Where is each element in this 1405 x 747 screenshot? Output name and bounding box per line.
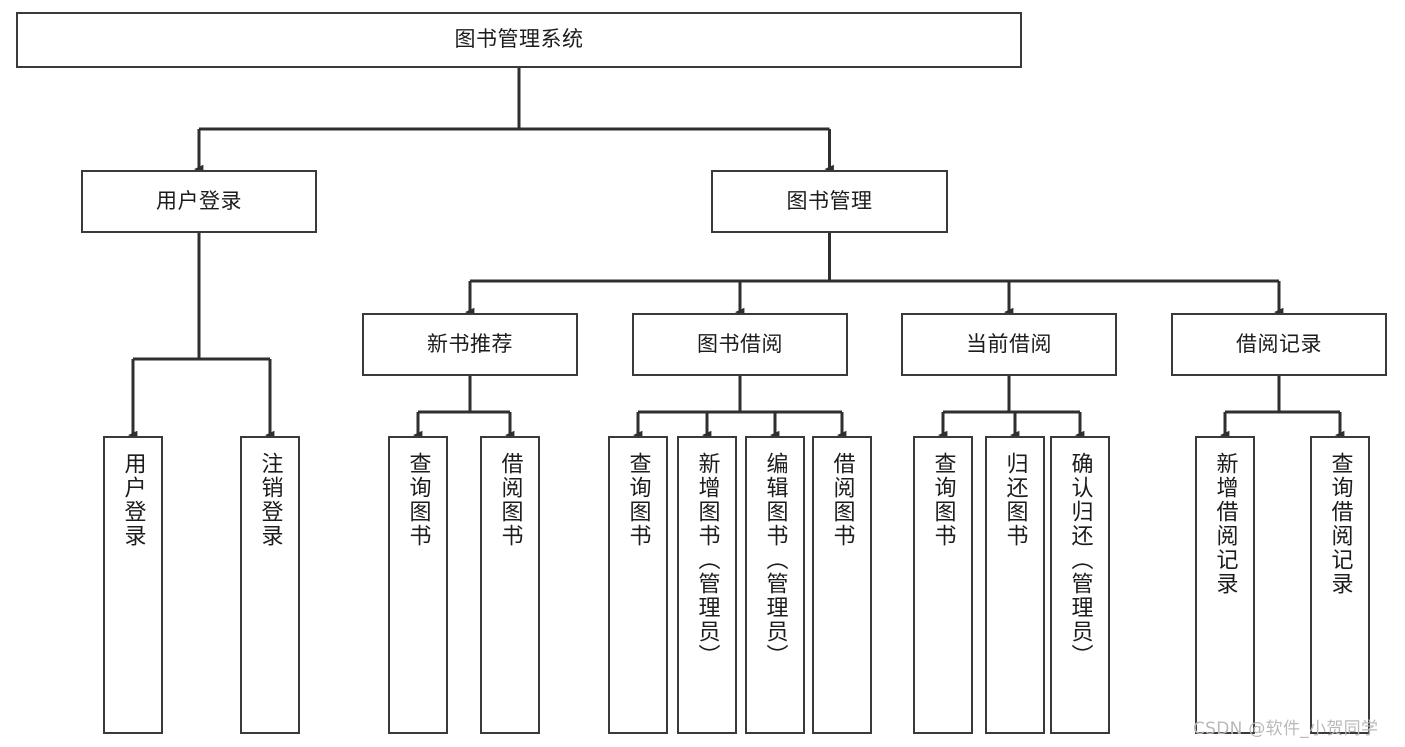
node-leaf-add-book[interactable]: 新增图书（管理员） [677, 436, 737, 734]
node-borrow-record[interactable]: 借阅记录 [1171, 313, 1387, 376]
node-label: 借阅记录 [1236, 331, 1322, 356]
node-label: 用户登录 [156, 188, 242, 213]
node-label: 查询图书 [930, 452, 956, 548]
node-leaf-edit-book[interactable]: 编辑图书（管理员） [745, 436, 805, 734]
node-leaf-query-book-3[interactable]: 查询图书 [913, 436, 973, 734]
node-label: 归还图书 [1002, 452, 1028, 548]
node-leaf-add-record[interactable]: 新增借阅记录 [1195, 436, 1255, 734]
node-label: 当前借阅 [966, 331, 1052, 356]
node-leaf-borrow-book-2[interactable]: 借阅图书 [812, 436, 872, 734]
node-new-book-rec[interactable]: 新书推荐 [362, 313, 578, 376]
node-book-manage[interactable]: 图书管理 [711, 170, 948, 233]
node-label: 图书管理 [786, 188, 873, 213]
node-root[interactable]: 图书管理系统 [16, 12, 1022, 68]
node-label: 查询借阅记录 [1327, 452, 1353, 596]
node-label: 图书管理系统 [454, 27, 584, 52]
node-leaf-return-book[interactable]: 归还图书 [985, 436, 1045, 734]
node-leaf-user-login[interactable]: 用户登录 [103, 436, 163, 734]
node-label: 借阅图书 [497, 452, 523, 548]
node-label: 查询图书 [625, 452, 651, 548]
node-label: 借阅图书 [829, 452, 855, 548]
node-leaf-logout[interactable]: 注销登录 [240, 436, 300, 734]
node-label: 查询图书 [405, 452, 431, 548]
node-leaf-borrow-book-1[interactable]: 借阅图书 [480, 436, 540, 734]
node-label: 编辑图书（管理员） [762, 452, 788, 668]
node-label: 用户登录 [120, 452, 146, 548]
node-label: 新增图书（管理员） [694, 452, 720, 668]
node-leaf-query-book-2[interactable]: 查询图书 [608, 436, 668, 734]
node-label: 图书借阅 [697, 331, 783, 356]
node-user-login[interactable]: 用户登录 [81, 170, 317, 233]
node-label: 注销登录 [257, 452, 283, 548]
watermark-label: CSDN @软件_小贺同学 [1193, 719, 1379, 739]
node-label: 新书推荐 [427, 331, 513, 356]
node-label: 新增借阅记录 [1212, 452, 1238, 596]
node-leaf-query-book-1[interactable]: 查询图书 [388, 436, 448, 734]
node-leaf-confirm-return[interactable]: 确认归还（管理员） [1050, 436, 1110, 734]
node-book-borrow[interactable]: 图书借阅 [632, 313, 848, 376]
node-current-borrow[interactable]: 当前借阅 [901, 313, 1117, 376]
node-label: 确认归还（管理员） [1067, 452, 1093, 668]
node-leaf-query-record[interactable]: 查询借阅记录 [1310, 436, 1370, 734]
